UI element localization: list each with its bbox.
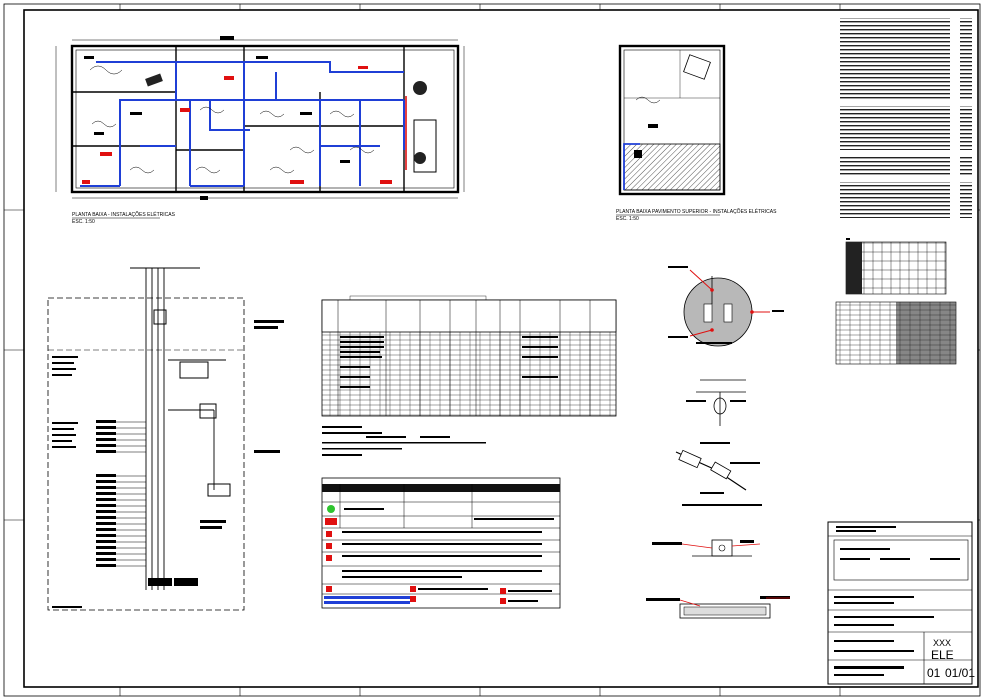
ground-floor-plan: [55, 36, 465, 200]
upper-plan-scale: ESC. 1:50: [616, 216, 639, 222]
upper-plan-title: PLANTA BAIXA PAVIMENTO SUPERIOR - INSTAL…: [616, 208, 777, 215]
sheet-frame: [3, 3, 981, 697]
cable-sizing-table: [835, 301, 957, 365]
title-block: [827, 521, 973, 685]
conduit-sizing-table: [845, 238, 947, 295]
splice-detail: [675, 379, 762, 506]
general-notes: [832, 18, 972, 218]
grounding-detail: [668, 266, 784, 347]
upper-floor-plan: [618, 44, 726, 196]
load-schedule-table: [321, 295, 617, 456]
single-line-diagram: [47, 267, 284, 611]
fixture-detail: [646, 539, 790, 619]
ground-plan-scale: ESC. 1:50: [72, 219, 95, 225]
title-block-sheet-of: 01/01: [945, 666, 976, 680]
title-block-sheet: 01: [927, 666, 941, 680]
title-block-ref: XXX: [933, 638, 952, 648]
symbol-legend-table: [321, 477, 561, 609]
title-block-discipline: ELE: [931, 648, 954, 662]
ground-plan-title: PLANTA BAIXA - INSTALAÇÕES ELÉTRICAS: [72, 211, 176, 218]
